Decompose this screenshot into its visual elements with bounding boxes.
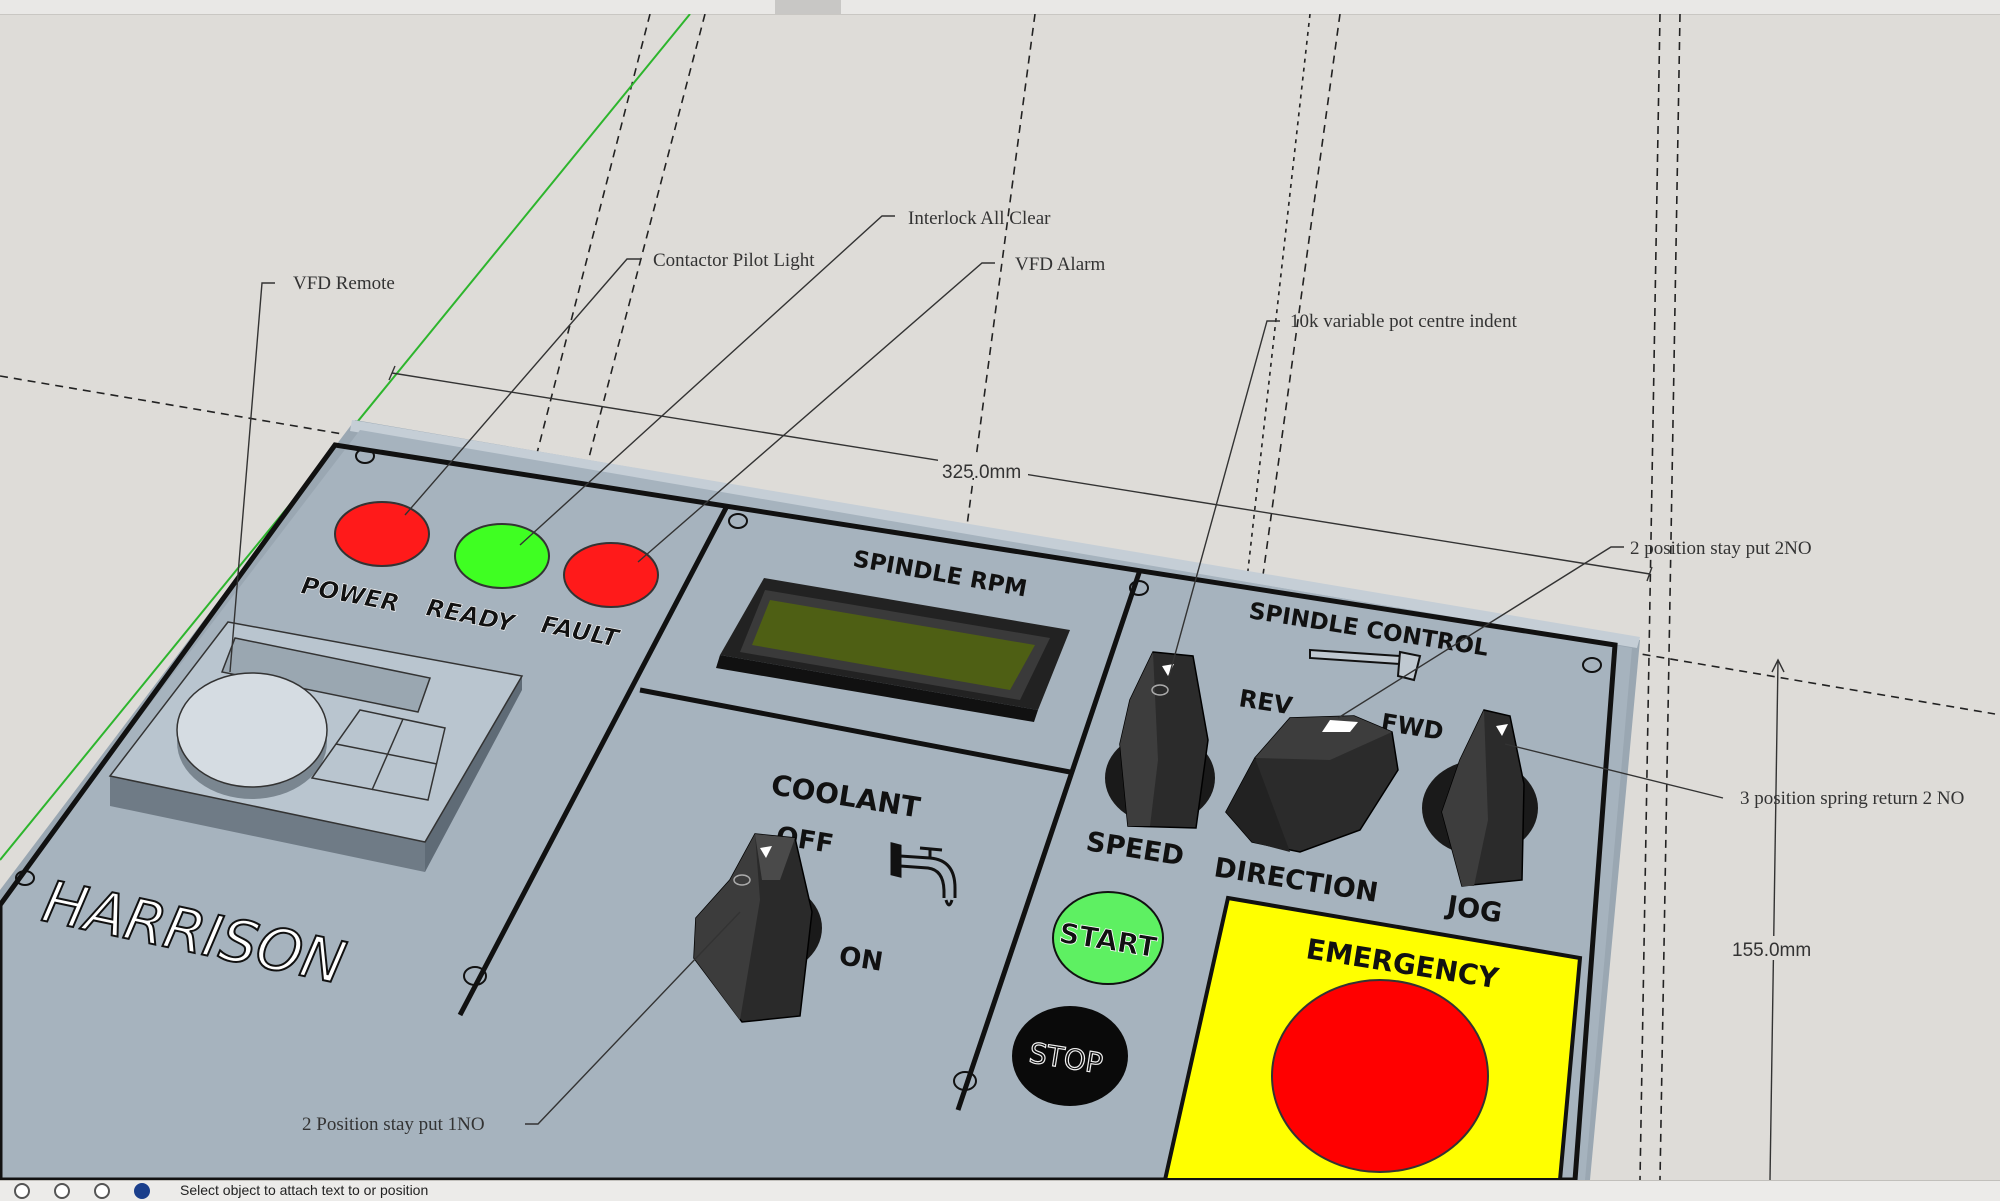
instructor-icon[interactable] (134, 1183, 150, 1199)
annotation-pot[interactable]: 10k variable pot centre indent (1290, 311, 1518, 332)
ready-led (454, 523, 550, 589)
geo-location-icon[interactable] (14, 1183, 30, 1199)
vfd-remote-keypad[interactable] (108, 621, 524, 872)
emergency-stop-mushroom (1271, 979, 1489, 1173)
emergency-stop[interactable]: EMERGENCY (1162, 895, 1583, 1180)
annotation-vfd-alarm[interactable]: VFD Alarm (1015, 254, 1105, 275)
annotation-interlock-all-clear[interactable]: Interlock All Clear (908, 208, 1051, 229)
start-button[interactable]: START (1052, 891, 1164, 985)
credits-icon[interactable] (54, 1183, 70, 1199)
window-top-bar (0, 0, 2000, 15)
coolant-on-label: ON (837, 941, 885, 977)
annotation-contactor-pilot-light[interactable]: Contactor Pilot Light (653, 250, 815, 271)
status-bar: Select object to attach text to or posit… (0, 1180, 2000, 1201)
annotation-two-pos-2no[interactable]: 2 position stay put 2NO (1630, 538, 1812, 559)
speed-pot-knob[interactable] (1105, 651, 1215, 829)
screw-holes (15, 448, 1602, 1091)
model-canvas[interactable]: POWER READY FAULT HARRISON SPINDLE RPM C… (0, 14, 2000, 1180)
coolant-selector-knob[interactable] (693, 833, 822, 1023)
dimension-height[interactable]: 155.0mm (1730, 658, 1822, 1180)
direction-selector-knob[interactable] (1225, 715, 1399, 853)
dimension-width[interactable]: 325.0mm (388, 365, 1653, 582)
title-tab[interactable] (775, 0, 841, 14)
dimension-width-label: 325.0mm (942, 462, 1021, 483)
user-icon[interactable] (94, 1183, 110, 1199)
annotation-two-pos-1no[interactable]: 2 Position stay put 1NO (302, 1114, 485, 1135)
spindle-rpm-lcd (716, 578, 1070, 722)
annotation-three-pos[interactable]: 3 position spring return 2 NO (1740, 788, 1964, 809)
status-text: Select object to attach text to or posit… (180, 1182, 429, 1198)
pot-indicator-graphic (1309, 648, 1422, 682)
jog-switch-knob[interactable] (1422, 709, 1538, 887)
annotation-leaders (229, 215, 1724, 1125)
fault-led (563, 542, 659, 608)
dimension-height-label: 155.0mm (1732, 940, 1811, 961)
stop-button[interactable]: STOP (1012, 1006, 1128, 1106)
annotation-vfd-remote[interactable]: VFD Remote (293, 273, 395, 294)
3d-viewport[interactable]: POWER READY FAULT HARRISON SPINDLE RPM C… (0, 14, 2000, 1180)
power-led (334, 501, 430, 567)
coolant-tap-icon (890, 842, 957, 907)
